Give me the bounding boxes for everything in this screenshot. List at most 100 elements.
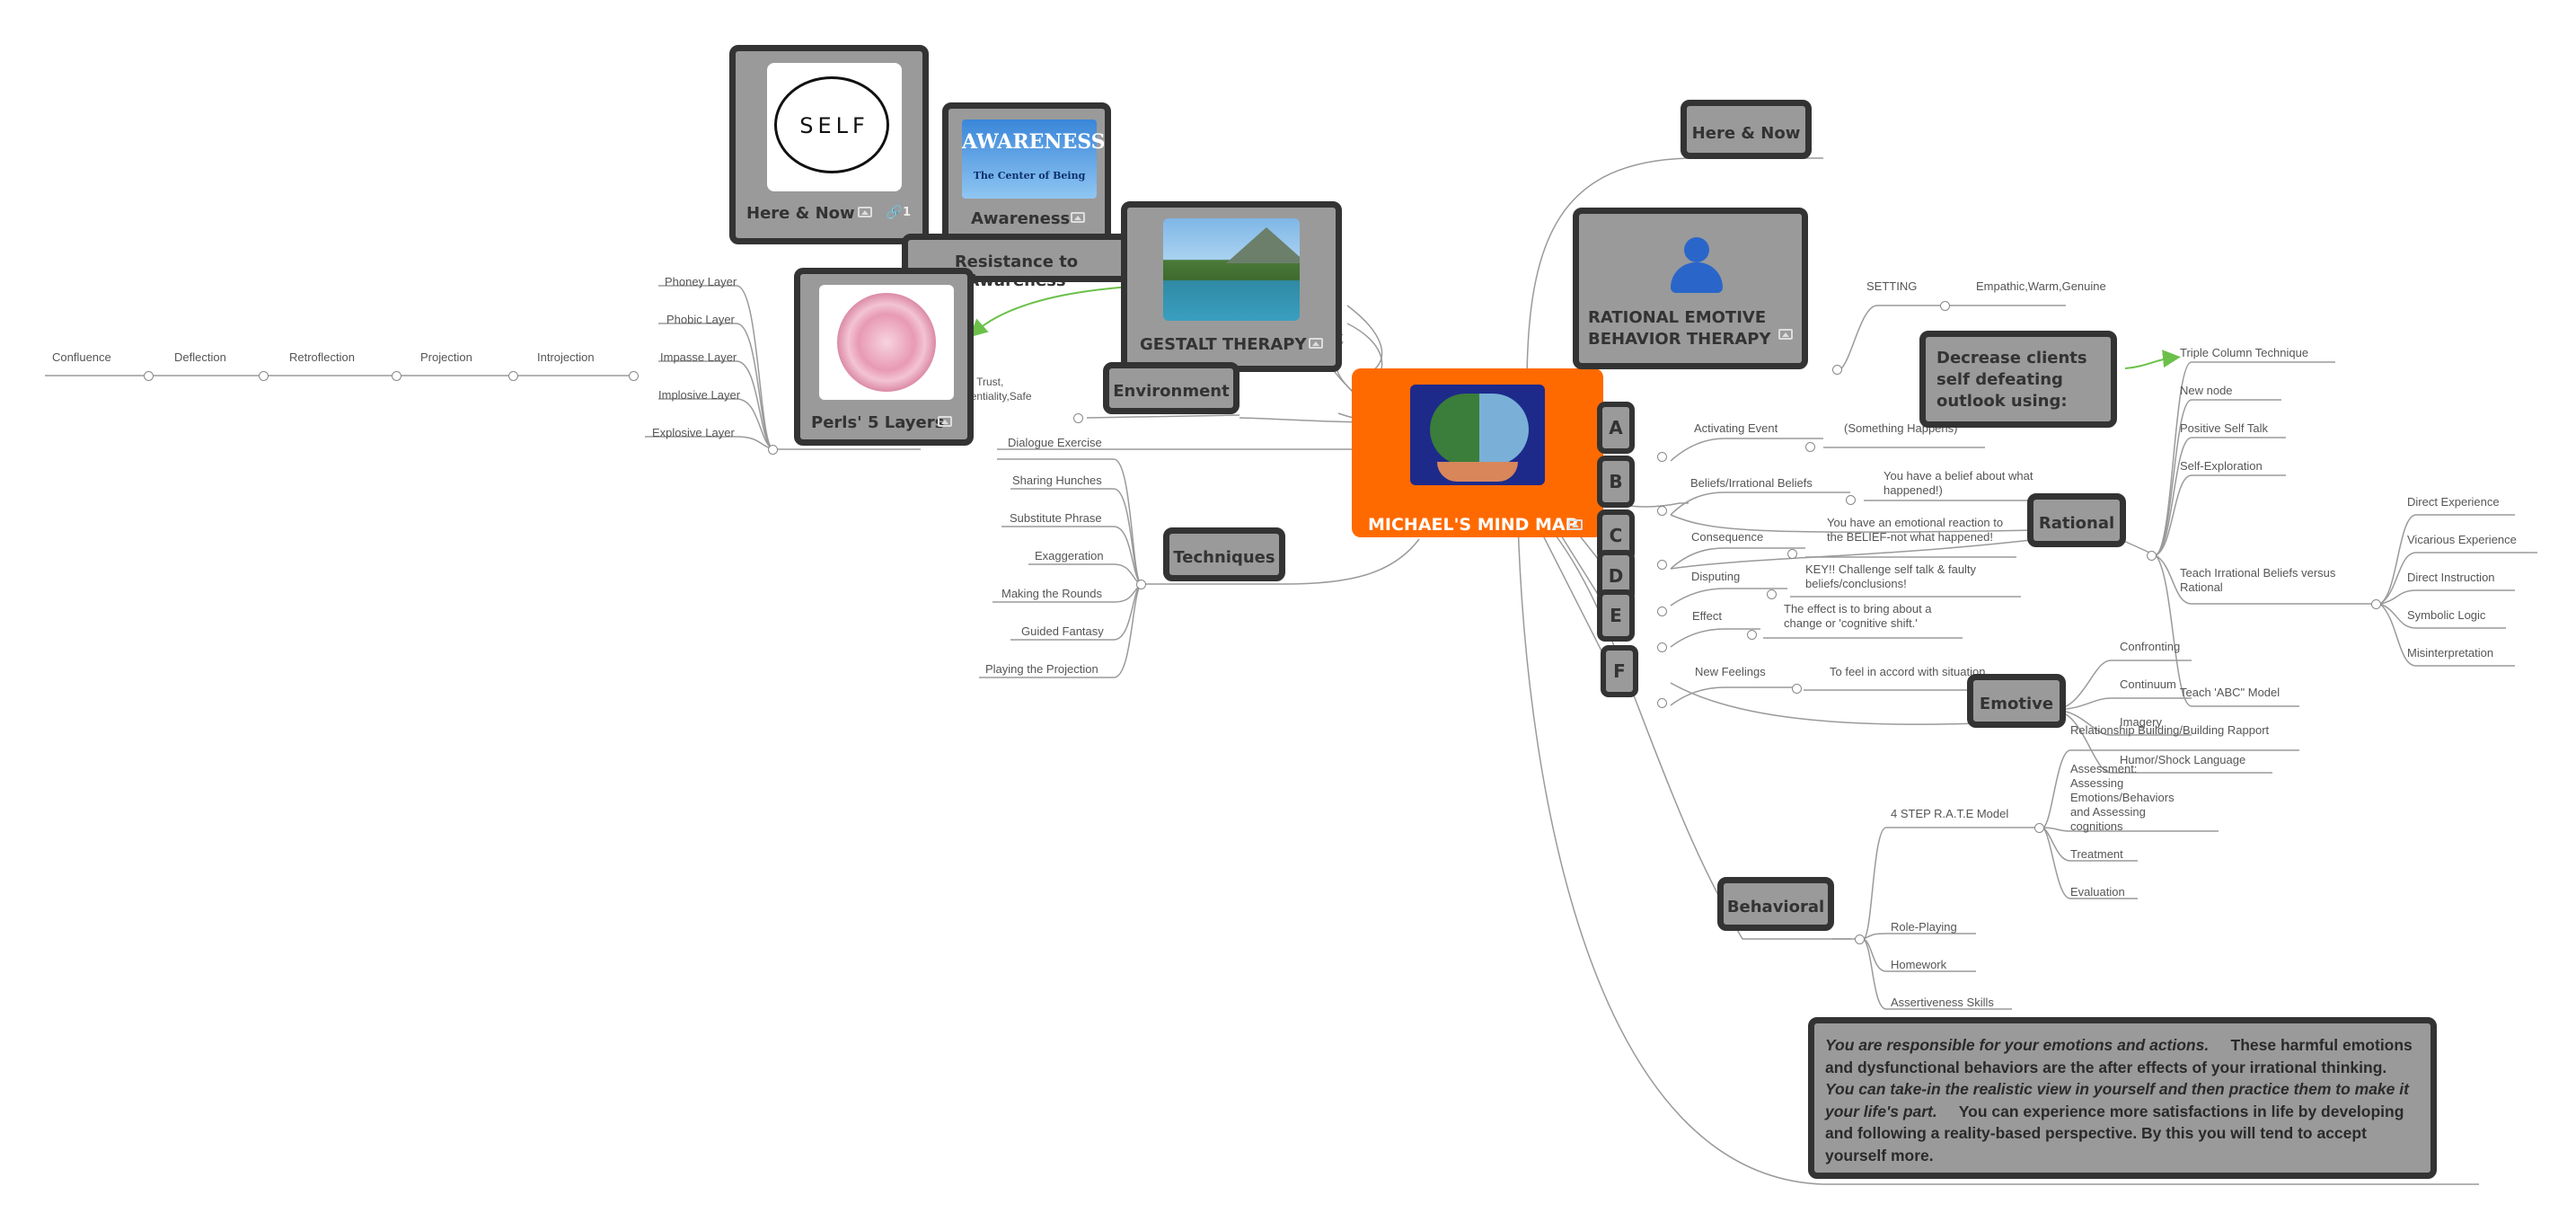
teach-sub-item[interactable]: Symbolic Logic bbox=[2407, 608, 2486, 622]
perls-layer[interactable]: Impasse Layer bbox=[660, 350, 737, 364]
perls-layer[interactable]: Phoney Layer bbox=[665, 275, 737, 288]
new-feelings-detail[interactable]: To feel in accord with situation bbox=[1830, 665, 1986, 678]
rational-item[interactable]: Teach Irrational Beliefs versus Rational bbox=[2180, 566, 2336, 594]
gestalt-here-now-topic[interactable]: SELF Here & Now 🔗 1 bbox=[729, 45, 929, 244]
technique-item[interactable]: Guided Fantasy bbox=[1021, 624, 1104, 638]
disputing-detail[interactable]: KEY!! Challenge self talk & faulty belie… bbox=[1805, 562, 1977, 590]
gestalt-therapy-topic[interactable]: GESTALT THERAPY bbox=[1121, 201, 1342, 372]
behavioral-topic[interactable]: Behavioral bbox=[1717, 877, 1834, 931]
defense-item[interactable]: Retroflection bbox=[289, 350, 355, 364]
rate-step[interactable]: Relationship Building/Building Rapport bbox=[2070, 723, 2270, 737]
defense-item[interactable]: Confluence bbox=[52, 350, 111, 364]
setting-label[interactable]: SETTING bbox=[1866, 279, 1918, 293]
emotive-item[interactable]: Humor/Shock Language bbox=[2120, 753, 2246, 766]
junction-dot[interactable] bbox=[1787, 549, 1797, 559]
rate-step[interactable]: Evaluation bbox=[2070, 885, 2125, 899]
link-count: 1 bbox=[903, 206, 912, 219]
junction-dot[interactable] bbox=[1657, 698, 1667, 708]
junction-dot[interactable] bbox=[1832, 365, 1842, 375]
junction-dot[interactable] bbox=[1073, 413, 1083, 423]
dialogue-exercise[interactable]: Dialogue Exercise bbox=[1008, 436, 1102, 449]
behavioral-item[interactable]: Assertiveness Skills bbox=[1891, 996, 1994, 1009]
emotive-item[interactable]: Imagery bbox=[2120, 715, 2162, 729]
rebt-here-now-topic[interactable]: Here & Now bbox=[1681, 100, 1812, 159]
junction-dot[interactable] bbox=[768, 445, 778, 455]
teach-sub-item[interactable]: Direct Experience bbox=[2407, 495, 2500, 509]
defense-item[interactable]: Deflection bbox=[174, 350, 226, 364]
rational-topic[interactable]: Rational bbox=[2027, 493, 2126, 547]
emotive-item[interactable]: Continuum bbox=[2120, 677, 2176, 691]
junction-dot[interactable] bbox=[1805, 442, 1815, 452]
abc-e-box[interactable]: E bbox=[1597, 589, 1635, 642]
new-feelings-label[interactable]: New Feelings bbox=[1695, 665, 1766, 678]
setting-value[interactable]: Empathic,Warm,Genuine bbox=[1976, 279, 2106, 293]
effect-detail[interactable]: The effect is to bring about a change or… bbox=[1784, 602, 1932, 630]
rate-step[interactable]: Treatment bbox=[2070, 847, 2123, 861]
junction-dot[interactable] bbox=[508, 371, 518, 381]
junction-dot[interactable] bbox=[1657, 506, 1667, 516]
abc-a-box[interactable]: A bbox=[1597, 402, 1635, 454]
junction-dot[interactable] bbox=[1747, 630, 1757, 640]
perls-layers-topic[interactable]: Perls' 5 Layers bbox=[794, 268, 974, 446]
behavioral-item[interactable]: 4 STEP R.A.T.E Model bbox=[1891, 807, 2009, 820]
junction-dot[interactable] bbox=[1792, 684, 1802, 694]
environment-note[interactable]: g: Trust, dentiality,Safe bbox=[965, 376, 1032, 403]
teach-sub-item[interactable]: Vicarious Experience bbox=[2407, 533, 2517, 546]
junction-dot[interactable] bbox=[1136, 580, 1146, 589]
consequence-label[interactable]: Consequence bbox=[1691, 530, 1764, 544]
abc-b-box[interactable]: B bbox=[1597, 456, 1635, 508]
junction-dot[interactable] bbox=[1657, 642, 1667, 652]
perls-layer[interactable]: Implosive Layer bbox=[658, 388, 741, 402]
awareness-topic[interactable]: AWARENESS The Center of Being Awareness bbox=[942, 102, 1111, 244]
abc-f-box[interactable]: F bbox=[1601, 645, 1638, 697]
technique-item[interactable]: Playing the Projection bbox=[985, 662, 1098, 676]
rational-item[interactable]: Teach 'ABC" Model bbox=[2180, 686, 2280, 699]
rate-step[interactable]: Assessment: Assessing Emotions/Behaviors… bbox=[2070, 762, 2175, 833]
junction-dot[interactable] bbox=[259, 371, 269, 381]
junction-dot[interactable] bbox=[1846, 495, 1856, 505]
junction-dot[interactable] bbox=[1657, 560, 1667, 570]
defense-item[interactable]: Introjection bbox=[537, 350, 595, 364]
decrease-topic[interactable]: Decrease clients self defeating outlook … bbox=[1919, 331, 2117, 428]
activating-event-label[interactable]: Activating Event bbox=[1694, 421, 1778, 435]
disputing-label[interactable]: Disputing bbox=[1691, 570, 1741, 583]
junction-dot[interactable] bbox=[1657, 607, 1667, 616]
consequence-detail[interactable]: You have an emotional reaction to the BE… bbox=[1827, 516, 2004, 544]
environment-topic[interactable]: Environment bbox=[1103, 362, 1239, 414]
junction-dot[interactable] bbox=[1940, 301, 1950, 311]
rational-item[interactable]: Self-Exploration bbox=[2180, 459, 2263, 473]
technique-item[interactable]: Exaggeration bbox=[1035, 549, 1104, 562]
effect-label[interactable]: Effect bbox=[1692, 609, 1723, 623]
junction-dot[interactable] bbox=[1657, 452, 1667, 462]
junction-dot[interactable] bbox=[392, 371, 401, 381]
summary-topic[interactable]: You are responsible for your emotions an… bbox=[1808, 1017, 2437, 1179]
technique-item[interactable]: Sharing Hunches bbox=[1012, 474, 1102, 487]
junction-dot[interactable] bbox=[144, 371, 154, 381]
technique-item[interactable]: Substitute Phrase bbox=[1010, 511, 1102, 525]
junction-dot[interactable] bbox=[2034, 823, 2044, 833]
perls-layer[interactable]: Explosive Layer bbox=[652, 426, 735, 439]
beliefs-label[interactable]: Beliefs/Irrational Beliefs bbox=[1690, 476, 1813, 490]
junction-dot[interactable] bbox=[2371, 599, 2381, 609]
rebt-main-topic[interactable]: RATIONAL EMOTIVE BEHAVIOR THERAPY bbox=[1573, 208, 1808, 369]
rational-item[interactable]: New node bbox=[2180, 384, 2233, 397]
junction-dot[interactable] bbox=[1855, 934, 1865, 944]
beliefs-detail[interactable]: You have a belief about what happened!) bbox=[1883, 469, 2033, 497]
junction-dot[interactable] bbox=[2147, 551, 2157, 561]
behavioral-item[interactable]: Homework bbox=[1891, 958, 1947, 971]
technique-item[interactable]: Making the Rounds bbox=[1001, 587, 1103, 600]
techniques-topic[interactable]: Techniques bbox=[1163, 527, 1285, 581]
junction-dot[interactable] bbox=[1767, 589, 1777, 599]
rational-item[interactable]: Positive Self Talk bbox=[2180, 421, 2269, 435]
teach-sub-item[interactable]: Misinterpretation bbox=[2407, 646, 2494, 660]
link-icon[interactable]: 🔗 bbox=[886, 204, 903, 220]
central-topic[interactable]: MICHAEL'S MIND MAP bbox=[1352, 368, 1603, 537]
junction-dot[interactable] bbox=[629, 371, 639, 381]
behavioral-item[interactable]: Role-Playing bbox=[1891, 920, 1957, 934]
rational-item[interactable]: Triple Column Technique bbox=[2180, 346, 2309, 359]
teach-sub-item[interactable]: Direct Instruction bbox=[2407, 571, 2495, 584]
emotive-item[interactable]: Confronting bbox=[2120, 640, 2181, 653]
defense-item[interactable]: Projection bbox=[420, 350, 472, 364]
emotive-topic[interactable]: Emotive bbox=[1967, 674, 2066, 728]
perls-layer[interactable]: Phobic Layer bbox=[666, 313, 735, 326]
